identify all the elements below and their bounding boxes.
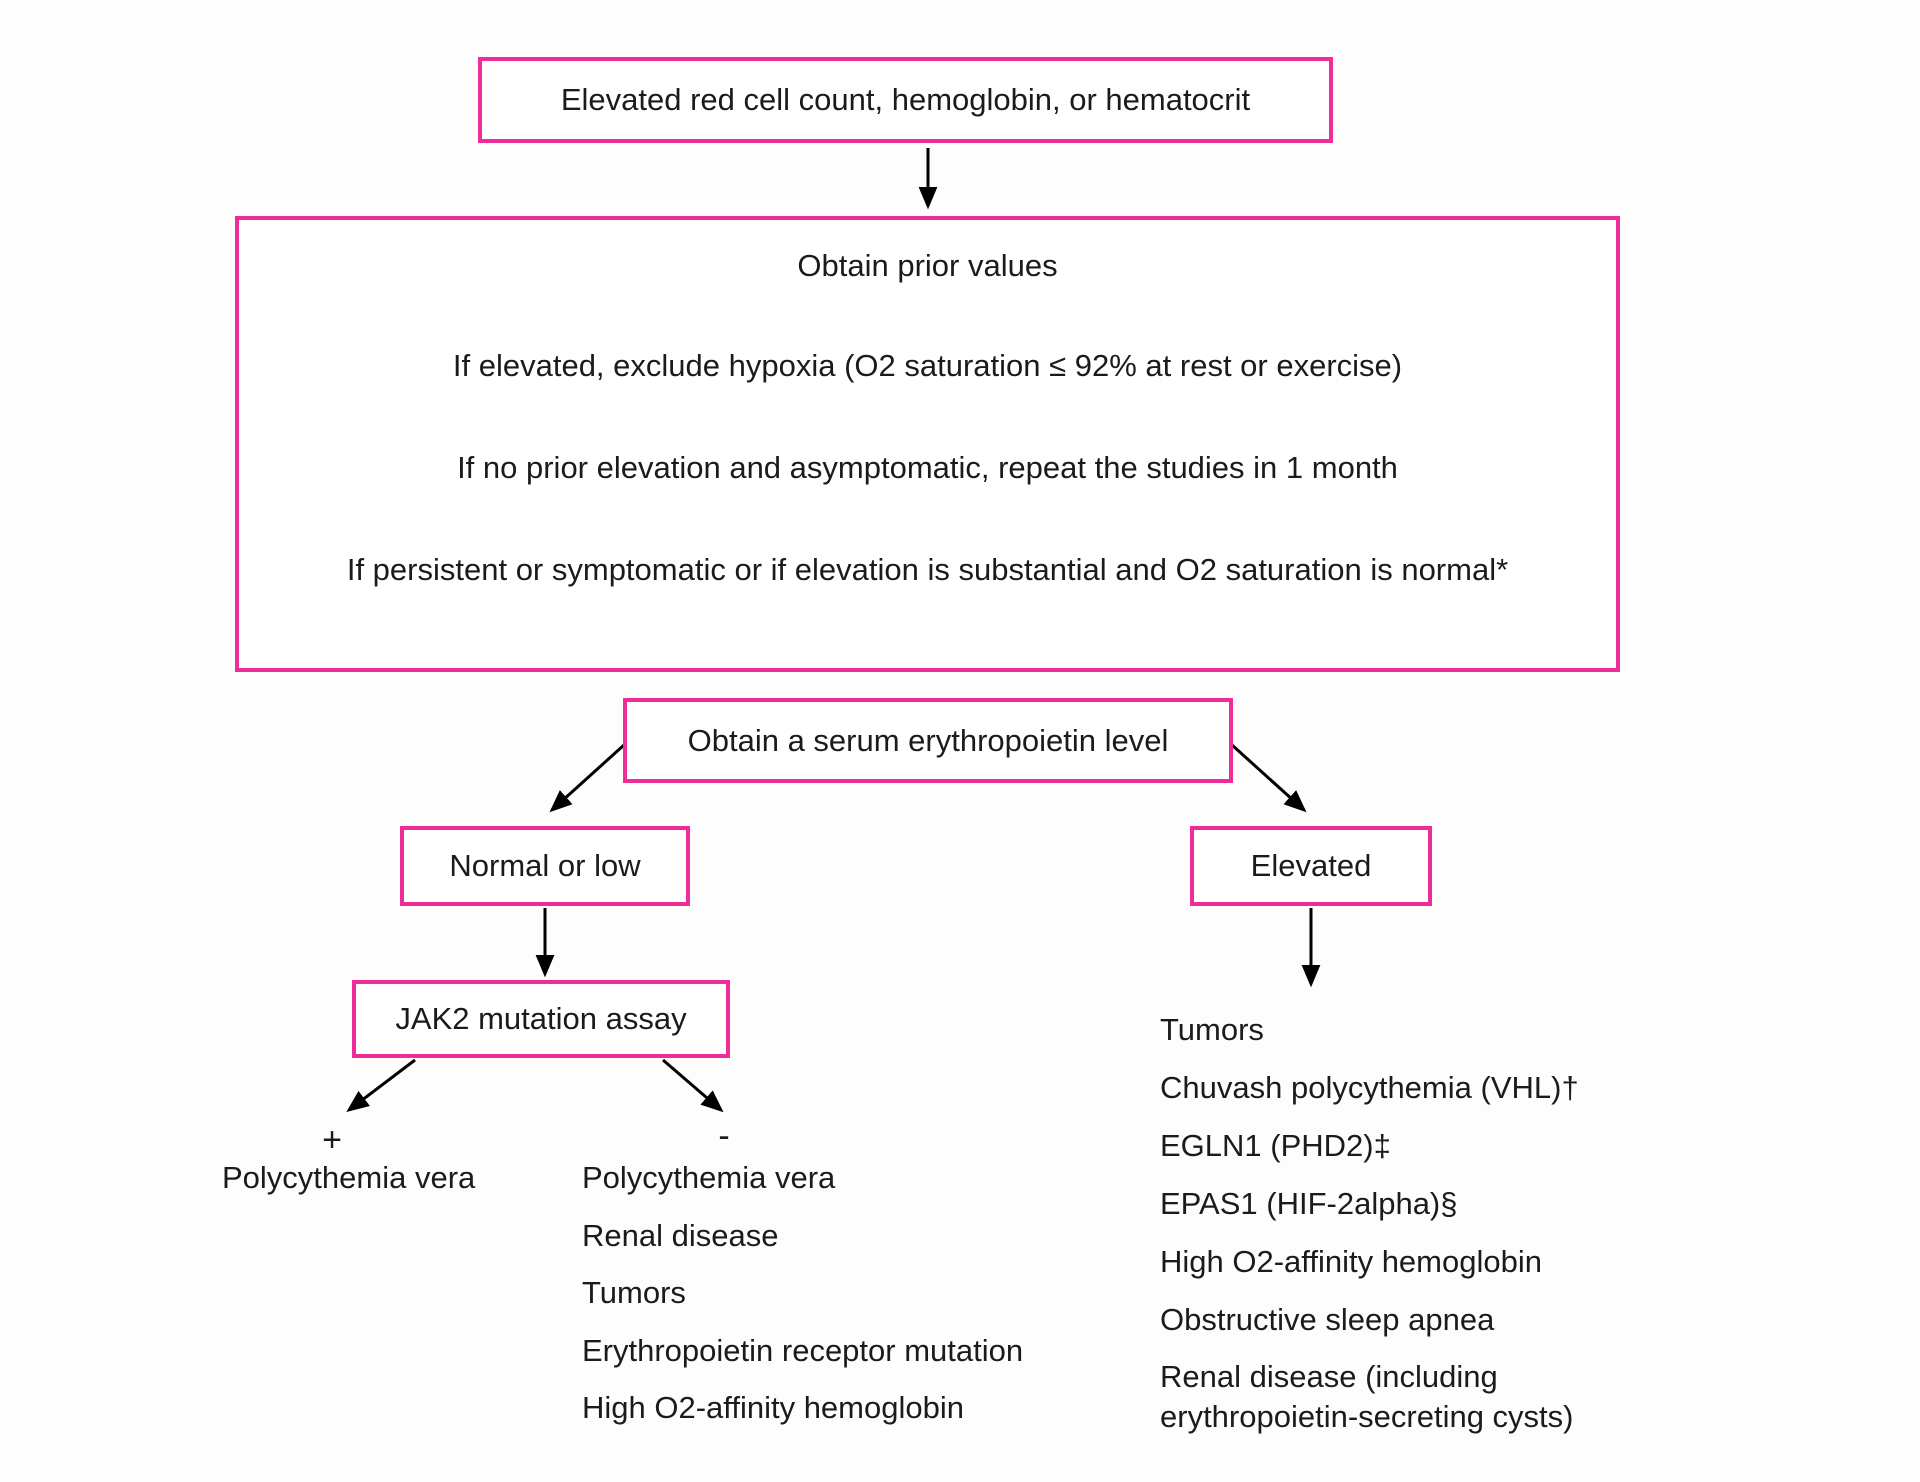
elevated-cause-item: High O2-affinity hemoglobin [1160, 1244, 1542, 1279]
epo-box: Obtain a serum erythropoietin level [623, 698, 1233, 783]
jak2-positive-item: Polycythemia vera [222, 1160, 476, 1195]
protocol-step-3: If no prior elevation and asymptomatic, … [457, 450, 1398, 485]
jak2-negative-list: Polycythemia vera Renal disease Tumors E… [582, 1149, 1023, 1437]
jak2-negative-item: High O2-affinity hemoglobin [582, 1390, 964, 1425]
elevated-cause-item: Obstructive sleep apnea [1160, 1302, 1495, 1337]
title-box: Elevated red cell count, hemoglobin, or … [478, 57, 1333, 143]
arrow-jak2-to-negative [662, 1058, 724, 1113]
normal-low-box: Normal or low [400, 826, 690, 906]
protocol-step-2: If elevated, exclude hypoxia (O2 saturat… [452, 348, 1403, 383]
elevated-box-label: Elevated [1250, 848, 1372, 883]
jak2-positive-list: Polycythemia vera [222, 1152, 475, 1204]
jak2-box-label: JAK2 mutation assay [395, 1001, 687, 1036]
normal-low-box-label: Normal or low [449, 848, 641, 883]
jak2-negative-item: Renal disease [582, 1217, 779, 1253]
arrow-epo-to-elevated [1230, 743, 1307, 813]
jak2-negative-item: Erythropoietin receptor mutation [582, 1332, 1024, 1368]
epo-box-label: Obtain a serum erythropoietin level [687, 722, 1169, 758]
protocol-step-4: If persistent or symptomatic or if eleva… [346, 552, 1509, 587]
elevated-cause-item: Chuvash polycythemia (VHL)† [1160, 1070, 1579, 1105]
title-box-label: Elevated red cell count, hemoglobin, or … [560, 82, 1251, 117]
arrow-epo-to-normal-low [549, 743, 626, 813]
elevated-cause-item: EGLN1 (PHD2)‡ [1160, 1128, 1391, 1163]
elevated-causes-list: Tumors Chuvash polycythemia (VHL)† EGLN1… [1160, 1001, 1579, 1437]
jak2-negative-sign: - [718, 1117, 730, 1155]
elevated-cause-item: Tumors [1160, 1012, 1264, 1047]
jak2-negative-item: Tumors [582, 1275, 686, 1310]
elevated-cause-item: Renal disease (including erythropoietin-… [1160, 1359, 1574, 1434]
jak2-positive-sign: + [322, 1121, 342, 1159]
protocol-step-1: Obtain prior values [797, 248, 1058, 283]
jak2-box: JAK2 mutation assay [352, 980, 730, 1058]
elevated-box: Elevated [1190, 826, 1432, 906]
elevated-cause-item: EPAS1 (HIF-2alpha)§ [1160, 1186, 1458, 1221]
arrow-jak2-to-positive [346, 1058, 416, 1113]
protocol-box: Obtain prior values If elevated, exclude… [235, 216, 1620, 672]
jak2-negative-item: Polycythemia vera [582, 1160, 836, 1195]
